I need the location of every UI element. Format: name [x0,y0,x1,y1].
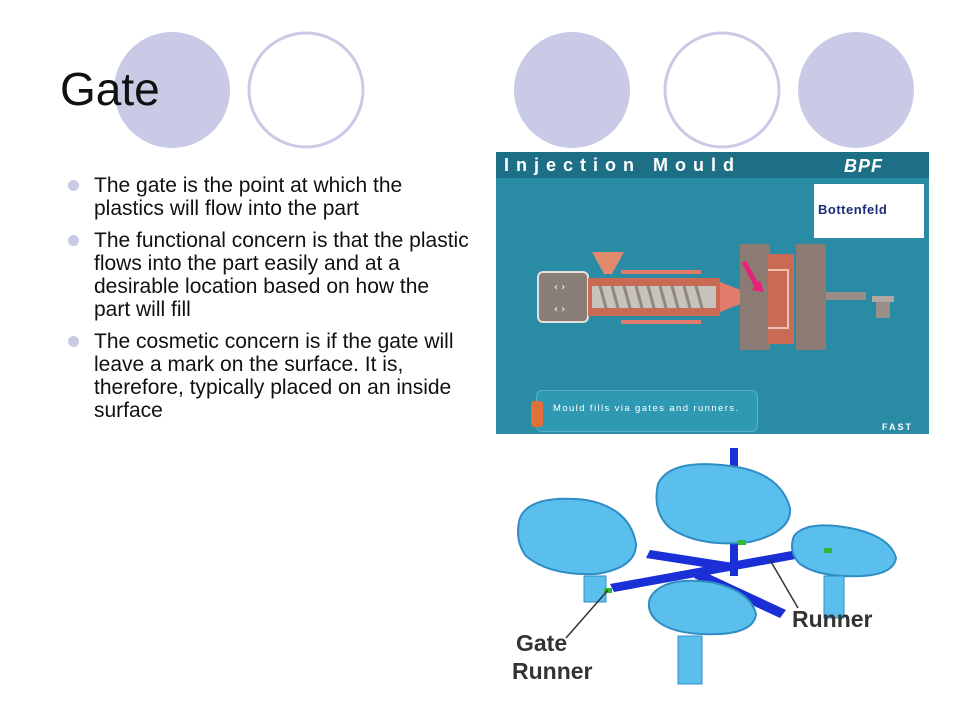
runner-gate-diagram [517,448,898,685]
bullet-text: The cosmetic concern is if the gate will… [94,330,454,422]
mould-title: Injection Mould [504,155,741,175]
mould-header: Injection Mould BPF [496,152,929,178]
caption-tab[interactable] [531,401,543,427]
decorative-circles [114,31,914,149]
bottenfeld-logo: Bottenfeld [814,184,924,238]
bottenfeld-logo-text: Bottenfeld [818,202,888,217]
caption-text: Mould fills via gates and runners. [553,403,740,414]
speed-label[interactable]: FAST [882,422,914,432]
injection-mould-animation[interactable]: Injection Mould BPF Bottenfeld ‹ › ‹ › [496,152,929,434]
injection-machine-illustration: ‹ › ‹ › [537,244,894,350]
bullet-dot-icon [68,336,79,347]
bullet-text: The functional concern is that the plast… [94,229,469,321]
gate-label: Gate [516,630,568,656]
caption-box: Mould fills via gates and runners. [531,390,758,432]
runner-label: Runner [792,606,873,632]
gate-runner-label: Runner [512,658,593,684]
bullet-dot-icon [68,180,79,191]
slide-title: Gate [60,63,160,115]
svg-text:‹ ›: ‹ › [554,282,565,293]
bullet-item: The cosmetic concern is if the gate will… [60,330,470,422]
svg-text:‹ ›: ‹ › [554,304,565,315]
bpf-logo: BPF [844,156,883,176]
bullet-list: The gate is the point at which the plast… [60,174,470,431]
bullet-item: The functional concern is that the plast… [60,229,470,321]
bullet-text: The gate is the point at which the plast… [94,174,403,220]
bullet-item: The gate is the point at which the plast… [60,174,470,220]
bullet-dot-icon [68,235,79,246]
